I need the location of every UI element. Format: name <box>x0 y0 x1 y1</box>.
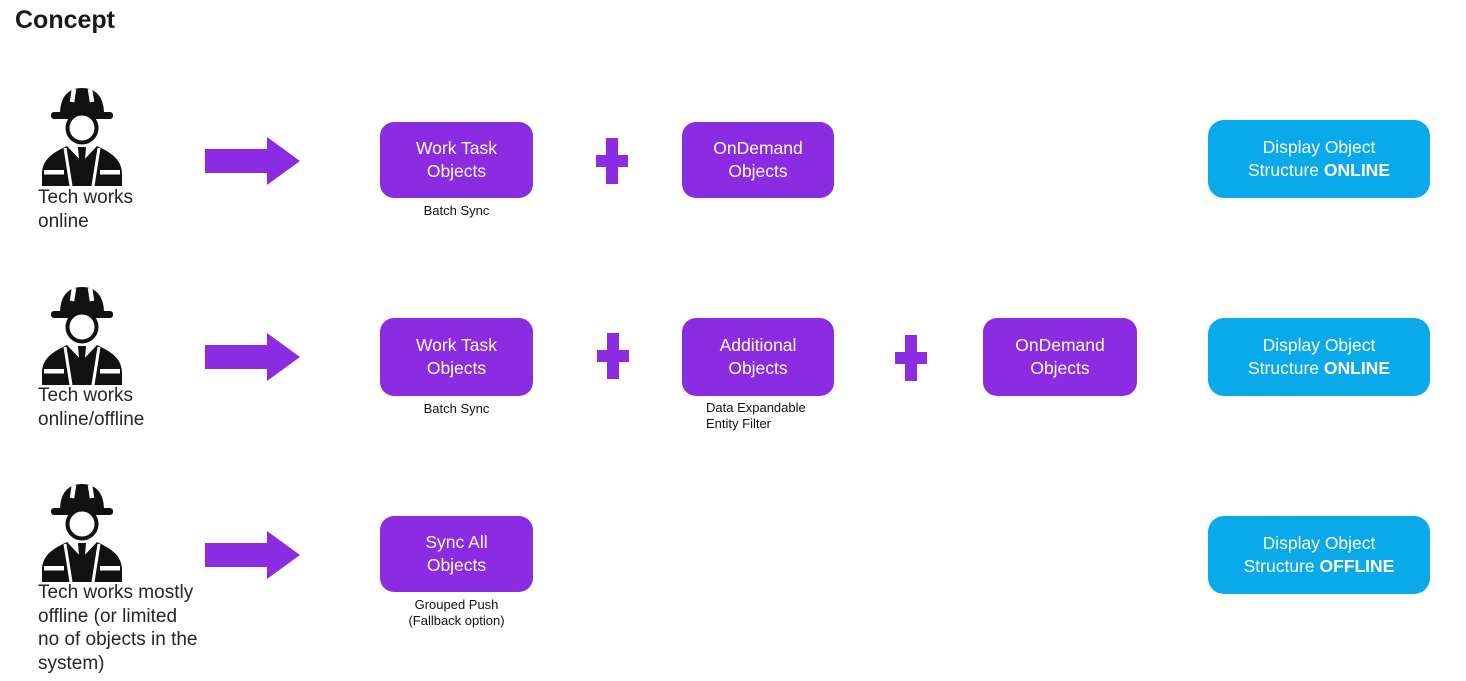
result-box-offline: Display Object Structure OFFLINE <box>1208 516 1430 594</box>
box-caption: Data Expandable Entity Filter <box>706 400 806 431</box>
construction-worker-icon <box>40 480 124 582</box>
right-arrow-icon <box>205 531 300 579</box>
plus-icon <box>597 333 629 379</box>
process-box-work-task: Work Task Objects <box>380 318 533 396</box>
right-arrow-icon <box>205 137 300 185</box>
right-arrow-icon <box>205 333 300 381</box>
result-text-bold: OFFLINE <box>1319 556 1395 576</box>
result-text: Display Object Structure <box>1248 335 1376 378</box>
process-box-work-task: Work Task Objects <box>380 122 533 198</box>
process-box-ondemand: OnDemand Objects <box>983 318 1137 396</box>
result-box-online: Display Object Structure ONLINE <box>1208 120 1430 198</box>
plus-icon <box>596 138 628 184</box>
box-caption: Batch Sync <box>423 203 490 218</box>
process-box-sync-all: Sync All Objects <box>380 516 533 592</box>
page-title: Concept <box>15 6 115 34</box>
process-box-ondemand: OnDemand Objects <box>682 122 834 198</box>
actor-caption: Tech works mostly offline (or limited no… <box>38 582 198 674</box>
construction-worker-icon <box>40 283 124 385</box>
box-caption: Batch Sync <box>423 401 490 416</box>
result-text: Display Object Structure <box>1243 533 1376 576</box>
result-text-bold: ONLINE <box>1323 160 1390 180</box>
result-text: Display Object Structure <box>1248 137 1376 180</box>
construction-worker-icon <box>40 84 124 186</box>
actor-caption: Tech works online/offline <box>38 385 145 430</box>
actor-caption: Tech works online <box>38 187 134 232</box>
process-box-additional: Additional Objects <box>682 318 834 396</box>
plus-icon <box>895 335 927 381</box>
box-caption: Grouped Push (Fallback option) <box>408 597 505 628</box>
result-box-online: Display Object Structure ONLINE <box>1208 318 1430 396</box>
result-text-bold: ONLINE <box>1323 358 1390 378</box>
